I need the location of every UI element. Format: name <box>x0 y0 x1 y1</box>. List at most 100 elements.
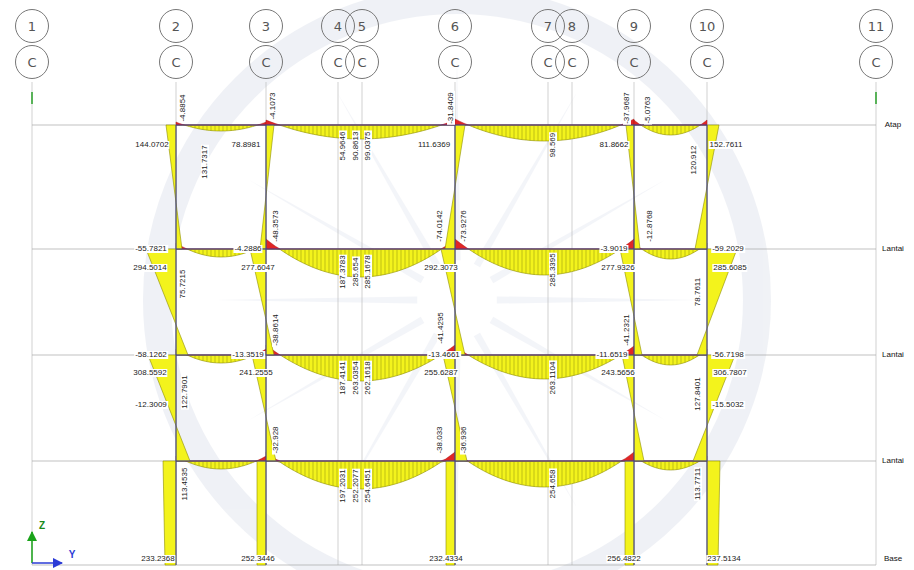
moment-hatch <box>293 355 294 363</box>
moment-hatch <box>377 461 378 488</box>
column-moment-area <box>695 187 707 249</box>
moment-hatch <box>649 125 650 130</box>
grid-bubble: C <box>15 45 49 79</box>
moment-hatch <box>653 461 654 467</box>
moment-hatch <box>522 355 523 377</box>
moment-hatch <box>534 355 535 379</box>
moment-hatch <box>594 461 595 476</box>
column-moment-area <box>257 461 266 565</box>
moment-hatch <box>207 249 208 256</box>
moment-hatch <box>305 355 306 369</box>
moment-hatch <box>219 461 220 469</box>
moment-hatch <box>207 461 208 468</box>
moment-hatch <box>417 125 418 132</box>
moment-hatch <box>401 249 402 270</box>
moment-hatch <box>582 125 583 137</box>
moment-hatch <box>518 355 519 376</box>
moment-hatch <box>586 125 587 136</box>
moment-hatch <box>231 125 232 131</box>
grid-id: C <box>871 56 880 69</box>
negative-moment-area <box>455 452 634 461</box>
moment-hatch <box>289 461 290 468</box>
grid-bubble: 4 <box>321 9 355 43</box>
moment-value: 263.1104 <box>549 361 557 396</box>
moment-hatch <box>329 461 330 485</box>
positive-moment-area <box>266 125 455 139</box>
moment-hatch <box>377 125 378 138</box>
grid-bubble: C <box>531 45 565 79</box>
moment-value: 262.1618 <box>364 360 372 395</box>
moment-hatch <box>478 249 479 255</box>
moment-hatch <box>317 249 318 269</box>
moment-hatch <box>223 125 224 131</box>
moment-hatch <box>309 249 310 266</box>
moment-hatch <box>681 461 682 469</box>
moment-hatch <box>313 461 314 480</box>
moment-hatch <box>223 249 224 257</box>
grid-bubble: C <box>345 45 379 79</box>
moment-hatch <box>195 461 196 465</box>
moment-hatch <box>211 125 212 131</box>
moment-value: 78.8981 <box>231 141 262 149</box>
moment-hatch <box>514 125 515 138</box>
moment-value: -13.3519 <box>231 351 265 359</box>
moment-hatch <box>482 249 483 257</box>
moment-hatch <box>502 355 503 372</box>
moment-value: 255.6287 <box>423 369 458 377</box>
column-moment-area <box>455 311 465 355</box>
moment-hatch <box>649 461 650 465</box>
moment-hatch <box>421 249 422 261</box>
moment-value: 122.7901 <box>181 374 189 409</box>
moment-hatch <box>207 125 208 130</box>
moment-value: -59.2029 <box>711 245 745 253</box>
moment-hatch <box>313 355 314 372</box>
grid-line <box>707 82 708 565</box>
moment-hatch <box>417 249 418 263</box>
grid-line <box>266 82 267 565</box>
moment-hatch <box>409 461 410 479</box>
moment-hatch <box>538 125 539 141</box>
moment-hatch <box>393 461 394 485</box>
moment-hatch <box>689 461 690 466</box>
moment-hatch <box>578 125 579 138</box>
moment-hatch <box>293 461 294 470</box>
moment-hatch <box>693 125 694 129</box>
column-moment-area <box>697 329 707 356</box>
moment-hatch <box>665 249 666 259</box>
column-moment-area <box>634 413 644 461</box>
moment-hatch <box>381 249 382 275</box>
grid-line <box>176 82 177 565</box>
moment-value: -41.2321 <box>623 313 631 347</box>
grid-id: 8 <box>568 20 576 33</box>
moment-hatch <box>227 125 228 131</box>
moment-hatch <box>522 461 523 485</box>
moment-hatch <box>297 249 298 260</box>
moment-value: -4.1073 <box>269 91 277 120</box>
moment-hatch <box>361 249 362 277</box>
moment-value: -73.9276 <box>460 209 468 243</box>
moment-hatch <box>377 355 378 380</box>
grid-id: 2 <box>172 20 180 33</box>
moment-value: -3.9019 <box>599 245 628 253</box>
storey-label: Lantai <box>881 457 905 465</box>
moment-hatch <box>297 125 298 130</box>
moment-hatch <box>669 125 670 135</box>
moment-hatch <box>522 125 523 140</box>
moment-hatch <box>305 249 306 264</box>
moment-hatch <box>486 461 487 472</box>
moment-hatch <box>421 355 422 366</box>
moment-hatch <box>223 355 224 363</box>
watermark-ray <box>337 92 440 267</box>
moment-hatch <box>437 461 438 465</box>
column-moment-area <box>707 355 735 426</box>
moment-hatch <box>409 249 410 267</box>
column-moment-area <box>148 355 176 426</box>
level-line <box>32 461 876 462</box>
moment-value: -12.8768 <box>646 209 654 243</box>
moment-hatch <box>530 249 531 274</box>
moment-hatch <box>574 249 575 271</box>
moment-hatch <box>685 461 686 468</box>
positive-moment-area <box>266 249 455 277</box>
moment-hatch <box>586 249 587 267</box>
moment-hatch <box>510 461 511 482</box>
